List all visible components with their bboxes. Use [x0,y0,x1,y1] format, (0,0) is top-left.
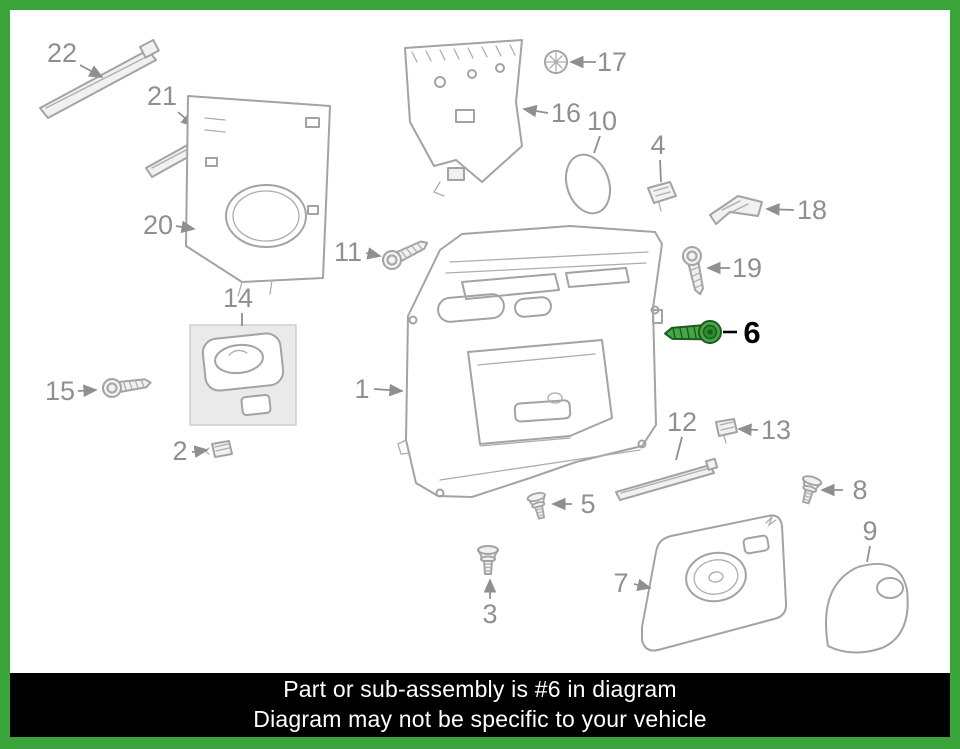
part-5: 5 [525,489,596,522]
part-20-label: 20 [143,210,173,240]
part-22: 22 [39,38,160,119]
caption-line-2: Diagram may not be specific to your vehi… [253,706,707,732]
diagram-canvas: 22 21 20 [10,10,950,673]
part-18: 18 [709,195,827,225]
part-13: 13 [715,415,791,445]
part-11-label: 11 [334,237,362,267]
part-12-label: 12 [667,407,697,437]
part-4-label: 4 [650,130,665,160]
part-8: 8 [795,473,868,507]
part-18-label: 18 [797,195,827,225]
part-15-label: 15 [45,376,75,406]
part-17-label: 17 [597,47,627,77]
part-6-highlighted-screw: 6 [664,315,761,350]
part-7: 7 [613,514,788,652]
part-16-label: 16 [551,98,581,128]
part-17: 17 [544,47,627,77]
part-13-label: 13 [761,415,791,445]
part-21-label: 21 [147,81,177,111]
part-14: 14 [189,283,297,426]
part-9: 9 [825,516,909,654]
part-12: 12 [615,407,719,501]
part-22-label: 22 [47,38,77,68]
caption-line-1: Part or sub-assembly is #6 in diagram [283,676,677,703]
caption-banner: Part or sub-assembly is #6 in diagram Di… [10,673,950,737]
part-2-label: 2 [172,436,187,466]
part-16: 16 [404,39,581,197]
part-15: 15 [45,372,153,406]
part-2: 2 [172,436,233,466]
part-20: 20 [143,95,331,297]
part-3: 3 [477,545,499,629]
part-5-label: 5 [580,489,595,519]
part-9-label: 9 [862,516,877,546]
part-1-label: 1 [354,374,369,404]
part-6-label: 6 [743,315,760,350]
part-7-label: 7 [613,568,628,598]
part-11: 11 [334,233,432,274]
part-19: 19 [680,244,762,298]
part-3-label: 3 [482,599,497,629]
part-1: 1 [354,225,663,498]
part-4: 4 [647,130,677,212]
part-8-label: 8 [852,475,867,505]
part-10-label: 10 [587,106,617,136]
part-19-label: 19 [732,253,762,283]
part-10: 10 [564,106,617,215]
part-14-label: 14 [223,283,253,313]
exploded-parts-diagram: 22 21 20 [39,38,909,654]
